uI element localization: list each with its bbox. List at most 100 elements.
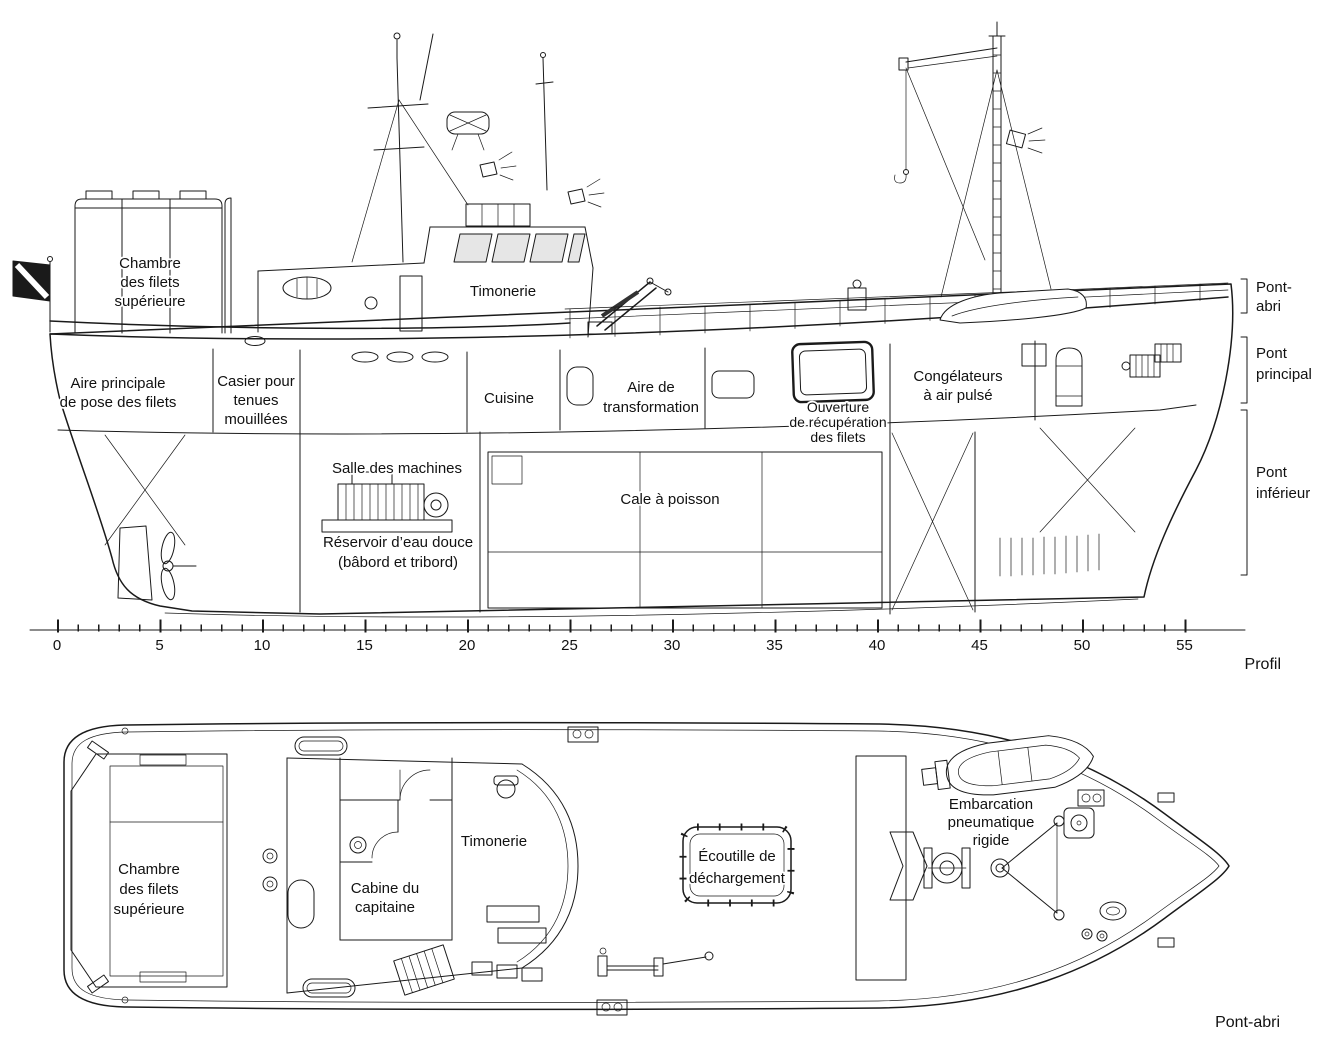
crane-hook: [894, 173, 907, 184]
stern-gear: [12, 256, 197, 601]
label-upper-net-room-2: des filets: [120, 274, 179, 291]
label-main-deck-1: Pont: [1256, 345, 1288, 362]
whip-antenna: [535, 52, 554, 191]
davit-crane-plan: [990, 815, 1065, 921]
unloading-hatch: [679, 823, 795, 907]
label-shelter-deck-1: Pont-: [1256, 279, 1292, 296]
upper-net-room-structure: [74, 190, 232, 334]
label-net-recovery-2: de récupération: [789, 414, 886, 430]
chevron-guide: [889, 831, 928, 901]
door-swing-arc: [399, 769, 431, 801]
plan-label-rhib-3: rigide: [973, 832, 1010, 849]
liferaft-capsule-bottom: [302, 978, 356, 998]
bracket-lower-deck: [1240, 409, 1248, 576]
net-gantry: [855, 755, 928, 981]
label-net-recovery-3: des filets: [810, 429, 865, 445]
bracket-shelter-deck: [1240, 278, 1248, 314]
deck-brackets: [1240, 278, 1248, 576]
scale-numbers: 0 5 10 15 20 25 30 35 40 45 50 55: [51, 635, 1195, 656]
label-lower-deck-2: inférieur: [1256, 485, 1310, 502]
plan-caption: Pont-abri: [1215, 1014, 1280, 1031]
plan-label-upper-net-room-3: supérieure: [114, 901, 185, 918]
label-freezers-2: à air pulsé: [923, 387, 992, 404]
label-engine-room: Salle des machines: [332, 460, 462, 477]
deck-crane-plan: [597, 947, 714, 977]
label-galley: Cuisine: [484, 390, 534, 407]
outboard-motor: [921, 767, 939, 786]
upper-net-room-plan: [70, 753, 228, 988]
plan-label-hatch-1: Écoutille de: [698, 848, 776, 865]
windshield: [521, 763, 579, 969]
galley-window: [566, 366, 594, 406]
scale-tick-10: 10: [254, 637, 271, 654]
scale-tick-0: 0: [53, 637, 61, 654]
plan-labels: Chambre des filets supérieure Timonerie …: [112, 794, 1282, 1033]
label-wet-locker-3: mouillées: [224, 411, 287, 428]
hull-plan: [63, 721, 1230, 1011]
label-wet-locker-2: tenues: [233, 392, 278, 409]
interior-partitions: [104, 340, 1136, 615]
label-main-deck-2: principal: [1256, 366, 1312, 383]
plan-label-hatch-2: déchargement: [689, 870, 786, 887]
scale-tick-45: 45: [971, 637, 988, 654]
plan-view: Chambre des filets supérieure Timonerie …: [63, 721, 1282, 1033]
captain-cabin-walls: [339, 757, 453, 941]
scale-bar: 0 5 10 15 20 25 30 35 40 45 50 55 Profil: [29, 619, 1283, 675]
helm-chair: [496, 779, 516, 799]
label-fresh-water-1: Réservoir d’eau douce: [323, 534, 473, 551]
label-freezers-1: Congélateurs: [913, 368, 1002, 385]
deck-fittings-plan: [87, 726, 1175, 1016]
propeller: [160, 531, 197, 601]
mast-floodlight: [1005, 127, 1046, 154]
rhib-plan: [921, 735, 1094, 796]
deck-crane-profile: [587, 277, 672, 335]
liferaft-capsule-top: [294, 736, 348, 756]
plan-label-wheelhouse: Timonerie: [461, 833, 527, 850]
plan-label-rhib-2: pneumatique: [948, 814, 1035, 831]
profile-labels: Chambre des filets supérieure Timonerie …: [58, 253, 1314, 573]
label-fish-hold: Cale à poisson: [620, 491, 719, 508]
profile-caption: Profil: [1245, 656, 1281, 673]
label-main-net-area-2: de pose des filets: [60, 394, 177, 411]
net-recovery-hatch: [791, 340, 875, 404]
net-winch: [923, 847, 971, 889]
crane-boom: [905, 47, 998, 63]
label-lower-deck-1: Pont: [1256, 464, 1288, 481]
deck-openings: [244, 279, 1182, 407]
searchlight-right: [567, 178, 605, 208]
superstructure: [74, 151, 672, 338]
shelter-deck-railing: [564, 282, 1229, 339]
porthole: [364, 296, 378, 310]
wheelhouse-structure: [257, 151, 605, 338]
label-upper-net-room-3: supérieure: [115, 293, 186, 310]
scale-tick-15: 15: [356, 637, 373, 654]
exhaust-pipe: [224, 197, 232, 334]
scale-tick-55: 55: [1176, 637, 1193, 654]
radar-unit: [446, 111, 490, 151]
scale-tick-30: 30: [664, 637, 681, 654]
profile-view: 0 5 10 15 20 25 30 35 40 45 50 55 Profil…: [12, 21, 1314, 675]
label-fresh-water-2: (bâbord et tribord): [338, 554, 458, 571]
label-main-net-area-1: Aire principale: [70, 375, 165, 392]
plan-label-captain-cabin-2: capitaine: [355, 899, 415, 916]
wheelhouse-plan: [286, 757, 579, 996]
label-upper-net-room-1: Chambre: [119, 255, 181, 272]
berth: [287, 879, 315, 929]
rhib-profile: [939, 288, 1087, 324]
stern-flag: [12, 256, 53, 333]
scale-tick-35: 35: [766, 637, 783, 654]
fore-mast: [351, 32, 554, 263]
aft-mast-crane: [894, 21, 1052, 313]
mast-ladder-rungs: [992, 54, 1002, 290]
scale-tick-20: 20: [459, 637, 476, 654]
bracket-main-deck: [1240, 336, 1248, 404]
scale-tick-5: 5: [155, 637, 163, 654]
console: [486, 905, 540, 923]
main-engine: [321, 471, 453, 533]
scale-tick-40: 40: [869, 637, 886, 654]
deckhouse-door: [399, 275, 423, 332]
plan-label-upper-net-room-2: des filets: [119, 881, 178, 898]
stairs: [393, 944, 455, 996]
